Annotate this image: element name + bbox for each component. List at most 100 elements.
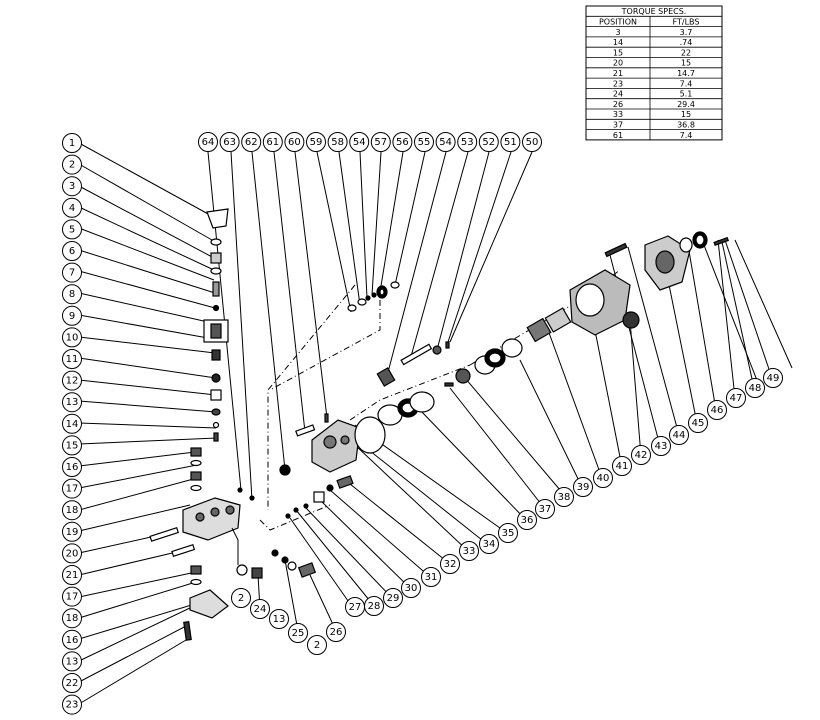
crankcase-part: [311, 419, 361, 473]
torque-table-cell-value: 22: [681, 48, 691, 57]
torque-table-cell-position: 37: [613, 120, 623, 129]
callout-label: 61: [266, 137, 279, 148]
pin-part: [444, 382, 454, 387]
callout-bubble: 20: [62, 543, 82, 564]
callout-circle: [62, 629, 82, 650]
flange-bore: [655, 250, 675, 274]
callout-label: 47: [730, 393, 743, 404]
torque-table-cell-position: 24: [613, 90, 623, 99]
callout-label: 59: [310, 137, 323, 148]
callout-circle: [364, 596, 384, 616]
callout-circle: [349, 132, 370, 152]
callout-bubble: 7: [62, 262, 82, 283]
callout-bubble: 55: [414, 132, 434, 152]
callout-bubble: 61: [262, 132, 283, 152]
callout-bubble: 13: [62, 392, 82, 413]
callout-circle: [726, 388, 746, 408]
callout-circle: [535, 499, 555, 519]
callout-label: 13: [66, 397, 79, 408]
torque-table-cell-value: 15: [681, 110, 691, 119]
callout-bubble: 29: [383, 588, 403, 608]
callout-label: 7: [69, 268, 75, 279]
crankcase-hole: [323, 435, 337, 449]
callout-bubble: 3: [62, 176, 82, 197]
o-ring-part: [357, 298, 367, 306]
callout-bubble: 42: [631, 445, 651, 465]
callout-bubble: 54: [349, 132, 370, 152]
ball-part: [365, 295, 371, 301]
callout-bubble: 39: [573, 477, 593, 497]
callout-label: 34: [483, 539, 496, 550]
pin-part: [324, 413, 329, 423]
torque-table-cell-value: .74: [680, 38, 693, 47]
callout-bubble: 44: [669, 425, 689, 445]
callout-bubble: 2: [307, 635, 327, 655]
ball-part: [285, 513, 291, 519]
bushing-part: [210, 389, 222, 401]
lower-manifold-part: [189, 589, 229, 619]
callout-bubble: 15: [62, 435, 82, 456]
callout-label: 2: [238, 593, 244, 604]
callout-bubble: 21: [62, 565, 82, 585]
callout-label: 46: [711, 405, 724, 416]
callout-bubble: 57: [370, 132, 391, 152]
callout-bubble: 60: [284, 132, 305, 152]
callout-label: 24: [254, 604, 267, 615]
callout-label: 25: [292, 628, 305, 639]
o-ring-part: [210, 238, 222, 246]
callout-bubble: 51: [500, 132, 521, 152]
callout-circle: [62, 349, 82, 369]
seal-part: [409, 391, 435, 413]
callout-circle: [62, 284, 82, 305]
ball-part: [281, 556, 289, 564]
callout-label: 31: [425, 572, 438, 583]
torque-table-cell-value: 5.1: [680, 90, 693, 99]
callout-label: 13: [273, 614, 286, 625]
callout-bubble: 4: [62, 197, 82, 218]
o-ring-part: [190, 578, 202, 586]
callout-label: 42: [635, 450, 648, 461]
callout-circle: [62, 586, 82, 607]
callout-bubble: 9: [62, 305, 82, 326]
ball-part: [326, 484, 334, 492]
bolt-part: [295, 424, 316, 437]
valve-part: [210, 323, 222, 339]
callout-bubble: 25: [288, 623, 308, 643]
callout-bubble: 2: [62, 154, 82, 175]
callout-circle: [62, 413, 82, 434]
leader-lines: [78, 142, 793, 705]
torque-table-cell-value: 7.4: [680, 79, 693, 88]
callout-label: 21: [66, 570, 79, 581]
torque-table-header-position: POSITION: [599, 17, 637, 26]
callout-bubble: 49: [763, 368, 783, 388]
bearing-part: [455, 368, 471, 384]
callout-label: 38: [558, 492, 571, 503]
callout-bubble: 14: [62, 413, 82, 434]
callout-label: 18: [66, 505, 79, 516]
callout-circle: [250, 599, 270, 619]
bolt-part: [604, 242, 628, 258]
torque-table-cell-position: 33: [613, 110, 623, 119]
callout-circle: [457, 132, 478, 152]
callout-circle: [306, 132, 326, 152]
callout-circle: [62, 154, 82, 175]
callout-bubble: 19: [62, 521, 82, 542]
pin-part: [213, 432, 219, 442]
torque-table-header-ftlbs: FT/LBS: [673, 17, 700, 26]
callout-circle: [327, 132, 348, 152]
callout-label: 17: [66, 592, 79, 603]
callout-circle: [219, 132, 240, 152]
callout-label: 54: [439, 137, 452, 148]
callout-label: 26: [330, 627, 343, 638]
callout-label: 16: [66, 462, 79, 473]
callout-circle: [62, 241, 82, 261]
manifold-part: [182, 497, 241, 541]
callout-circle: [435, 132, 456, 152]
callout-circle: [421, 567, 441, 587]
callout-circle: [62, 197, 82, 218]
torque-table-cell-value: 7.4: [680, 131, 693, 140]
callout-circle: [262, 132, 283, 152]
callout-label: 27: [349, 602, 362, 613]
callout-bubble: 54: [435, 132, 456, 152]
callout-bubble: 52: [478, 132, 499, 152]
